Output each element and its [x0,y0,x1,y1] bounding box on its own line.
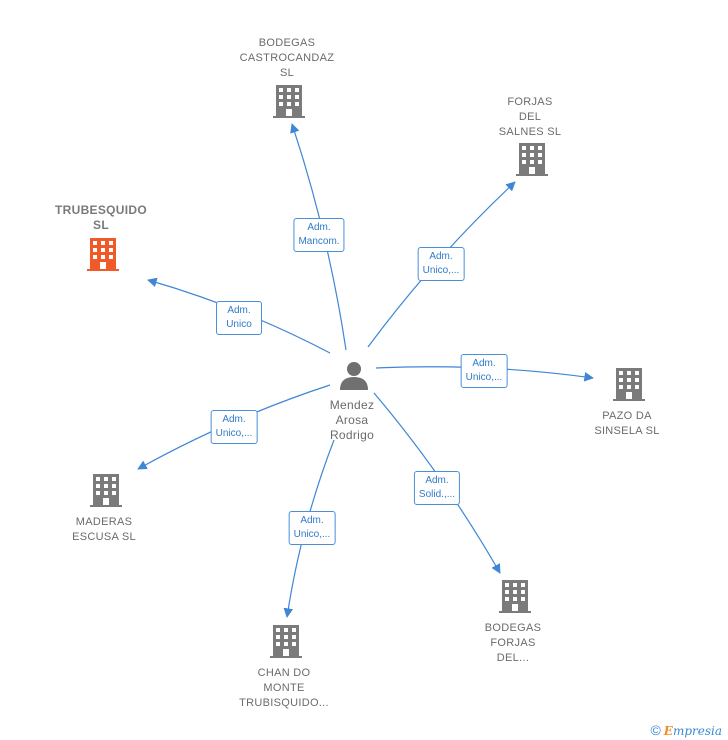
copyright-icon: © [650,722,661,738]
building-icon[interactable] [270,625,302,658]
company-label-pazo-da-sinsela[interactable]: PAZO DA SINSELA SL [594,410,660,437]
nodes-layer [87,85,645,658]
edge-label-bodegas-forjas-del[interactable]: Adm. Solid.,... [413,471,461,505]
building-icon[interactable] [90,474,122,507]
edges-layer [137,123,594,618]
company-label-bodegas-castrocandaz[interactable]: BODEGAS CASTROCANDAZ SL [239,37,335,79]
edge-label-bodegas-castrocandaz[interactable]: Adm. Mancom. [293,218,345,252]
edge-label-trubesquido[interactable]: Adm. Unico [216,301,262,335]
edge-label-maderas-escusa[interactable]: Adm. Unico,... [210,410,258,444]
person-label[interactable]: Mendez Arosa Rodrigo [329,398,375,442]
company-label-bodegas-forjas-del[interactable]: BODEGAS FORJAS DEL... [484,622,542,664]
edge-label-pazo-da-sinsela[interactable]: Adm. Unico,... [460,354,508,388]
company-label-maderas-escusa[interactable]: MADERAS ESCUSA SL [72,516,136,543]
brand-logo: ©Empresia [650,722,722,738]
edge-label-forjas-del-salnes[interactable]: Adm. Unico,... [417,247,465,281]
person-icon[interactable] [340,362,368,390]
company-label-trubesquido[interactable]: TRUBESQUIDO SL [55,203,147,232]
edge-label-chan-do-monte[interactable]: Adm. Unico,... [288,511,336,545]
building-icon[interactable] [516,143,548,176]
building-icon[interactable] [273,85,305,118]
company-label-forjas-del-salnes[interactable]: FORJAS DEL SALNES SL [498,96,562,138]
building-icon[interactable] [499,580,531,613]
company-label-chan-do-monte[interactable]: CHAN DO MONTE TRUBISQUIDO... [239,667,329,709]
building-icon[interactable] [613,368,645,401]
building-icon[interactable] [87,238,119,271]
brand-name: mpresia [672,724,722,738]
brand-initial: E [663,724,673,738]
